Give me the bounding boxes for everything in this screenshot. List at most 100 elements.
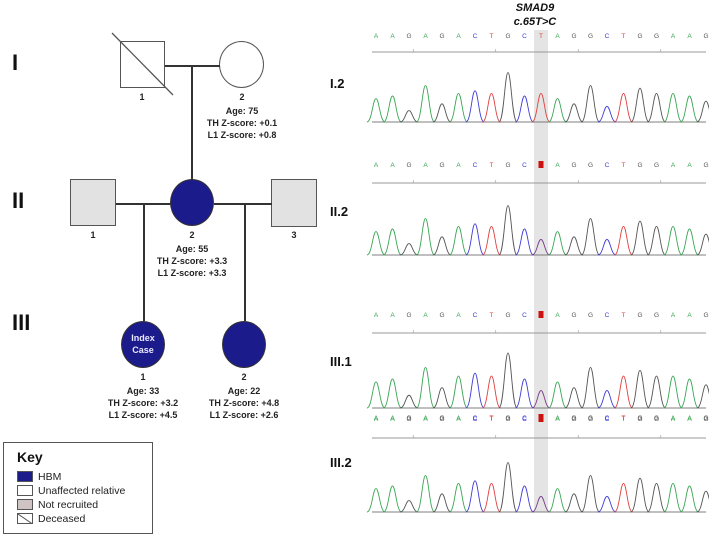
key-label: HBM <box>38 470 62 483</box>
base-call-letter: C <box>473 33 478 40</box>
chromatogram-peak <box>630 220 650 256</box>
deceased-swatch-icon <box>17 513 33 524</box>
unaffected-swatch-icon <box>17 485 33 496</box>
chromatogram-peak <box>415 475 436 513</box>
sample-label-iii2: III.2 <box>330 455 352 470</box>
key-item-hbm: HBM <box>17 470 61 483</box>
base-call-letter: G <box>571 33 576 40</box>
chromatogram-peak <box>630 87 650 123</box>
l1-zscore-text: L1 Z-score: +0.8 <box>207 130 277 140</box>
pedigree-gen1-individual2-female <box>219 41 264 88</box>
pedigree-gen2-individual1-male <box>70 179 116 226</box>
base-call-letter: C <box>473 312 478 319</box>
chromatogram-peak <box>366 381 386 409</box>
chromatogram-peak <box>399 110 419 123</box>
base-call-letter: G <box>703 33 708 40</box>
base-call-letter: T <box>490 312 494 319</box>
base-call-letter: G <box>703 415 708 422</box>
base-call-letter: C <box>473 162 478 169</box>
variant-highlight-band <box>534 30 548 512</box>
base-call-letter: A <box>423 162 428 169</box>
base-call-letter: A <box>374 415 379 422</box>
key-item-deceased: Deceased <box>17 512 85 525</box>
chromatogram-peak <box>548 98 567 123</box>
base-call-letter: G <box>505 312 510 319</box>
base-call-letter: A <box>456 33 461 40</box>
base-call-letter: G <box>588 33 593 40</box>
base-call-letter: A <box>423 415 428 422</box>
base-call-letter: A <box>555 416 560 423</box>
base-call-letter: C <box>522 312 527 319</box>
base-call-letter: A <box>671 33 676 40</box>
base-call-letter: A <box>555 33 560 40</box>
chromatogram-peak <box>465 480 485 513</box>
legend-key: Key HBM Unaffected relative Not recruite… <box>3 442 153 534</box>
th-zscore-text: TH Z-score: +3.2 <box>107 398 179 408</box>
descent-line-gen1 <box>191 65 193 181</box>
chromatogram-peak <box>663 92 683 123</box>
pedigree-gen2-individual2-hbm-female <box>170 179 214 226</box>
chromatogram-peak <box>465 90 485 123</box>
chromatogram-peak <box>465 372 485 409</box>
age-text: Age: 22 <box>227 386 261 396</box>
base-call-letter: T <box>622 415 626 422</box>
base-call-letter: G <box>406 162 411 169</box>
chromatogram-peak <box>498 72 518 123</box>
chromatogram-peak <box>597 495 617 513</box>
chromatogram-peak <box>580 85 601 123</box>
base-call-letter: T <box>490 162 494 169</box>
variant-call-box <box>538 161 544 168</box>
age-text: Age: 33 <box>126 386 160 396</box>
marriage-line-gen1 <box>165 65 220 67</box>
pedigree-gen3-individual1-index-case: Index Case <box>121 321 165 368</box>
base-call-letter: A <box>671 415 676 422</box>
chromatogram-peak <box>630 477 650 513</box>
chromatogram-peak <box>548 381 567 409</box>
base-call-letter: A <box>456 415 461 422</box>
base-call-letter: A <box>374 416 379 423</box>
base-call-letter: G <box>571 415 576 422</box>
base-call-letter: G <box>439 312 444 319</box>
base-call-letter: A <box>374 33 379 40</box>
th-zscore-text: TH Z-score: +0.1 <box>206 118 278 128</box>
chromatogram-peak <box>531 238 551 256</box>
generation-label-i: I <box>12 50 19 75</box>
pedigree-info-gen3-1: Age: 33 TH Z-score: +3.2 L1 Z-score: +4.… <box>88 385 198 421</box>
base-call-letter: A <box>671 312 676 319</box>
chromatogram-peak <box>515 95 534 123</box>
base-call-letter: A <box>423 312 428 319</box>
base-call-letter: T <box>539 33 543 40</box>
chromatogram-peak <box>515 228 534 256</box>
chromatogram-peak <box>498 462 518 513</box>
base-call-letter: A <box>423 416 428 423</box>
chromatogram-peak <box>366 98 386 123</box>
base-call-letter: A <box>390 33 395 40</box>
base-call-letter: C <box>605 312 610 319</box>
base-call-letter: G <box>505 162 510 169</box>
chromatogram-peak <box>399 500 419 513</box>
base-call-letter: C <box>522 162 527 169</box>
base-call-letter: A <box>671 162 676 169</box>
base-call-letter: G <box>439 416 444 423</box>
chromatogram-peak <box>383 378 402 409</box>
base-call-letter: A <box>671 416 676 423</box>
sample-label-i2: I.2 <box>330 76 345 91</box>
chromatogram-peak <box>614 482 633 513</box>
base-call-letter: G <box>637 33 642 40</box>
chromatogram-peak <box>399 243 419 256</box>
chromatogram-peak <box>449 482 468 513</box>
chromatogram-peak <box>449 92 468 123</box>
chromatogram-peak <box>680 378 699 409</box>
base-call-letter: A <box>687 33 692 40</box>
base-call-letter: A <box>555 415 560 422</box>
chromatogram-peak <box>383 95 402 123</box>
chromatogram-peak <box>647 482 666 513</box>
chromatogram-peak <box>531 495 551 513</box>
chromatogram-peak <box>415 85 436 123</box>
base-call-letter: A <box>390 312 395 319</box>
age-text: Age: 55 <box>175 244 209 254</box>
base-call-letter: A <box>456 162 461 169</box>
base-call-letter: G <box>654 162 659 169</box>
chromatogram-peak <box>366 488 386 513</box>
